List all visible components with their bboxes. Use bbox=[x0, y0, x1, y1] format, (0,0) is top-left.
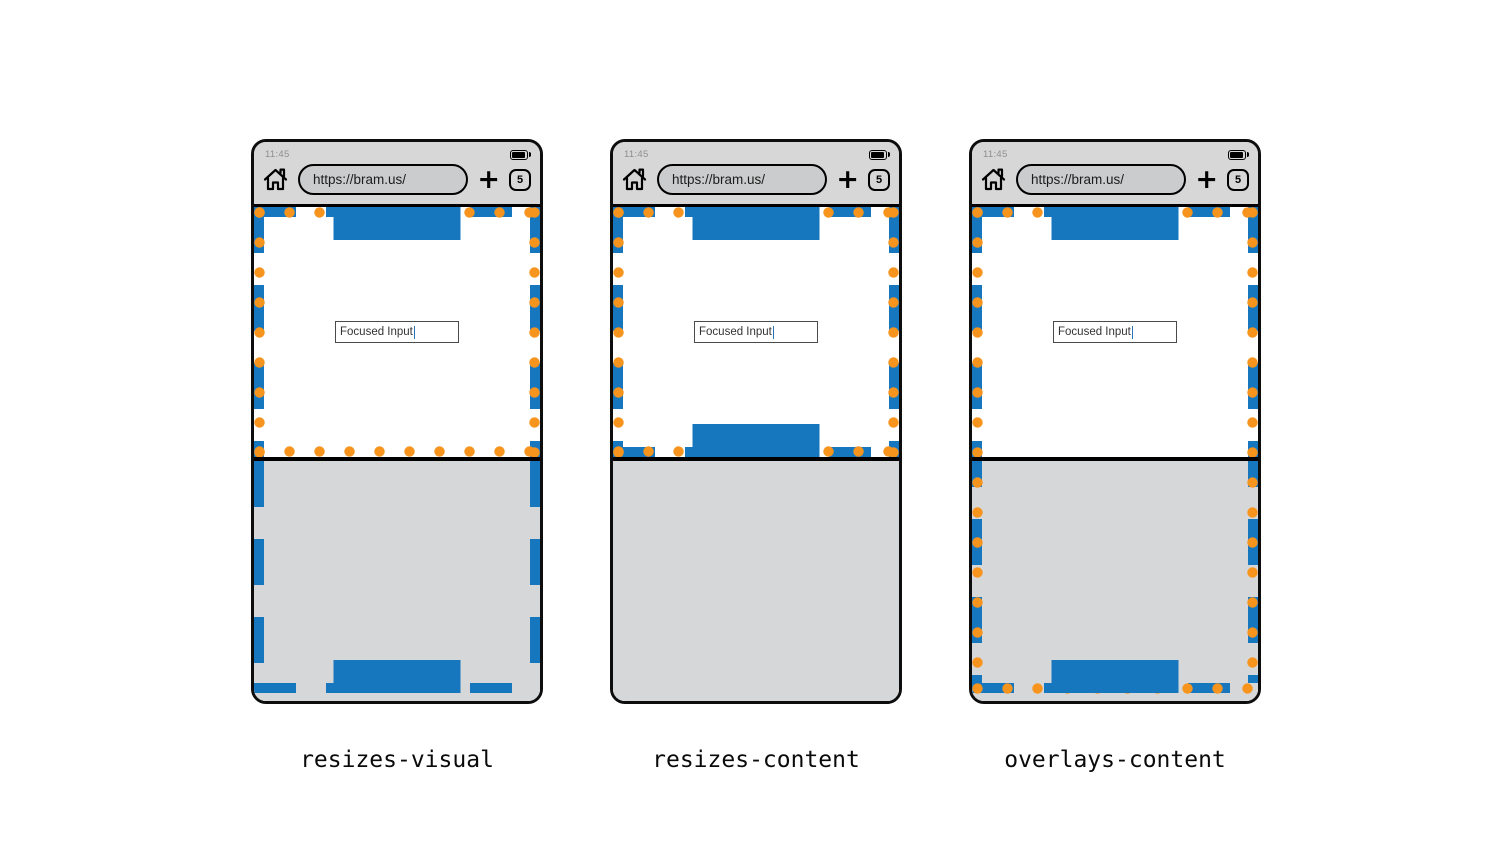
visual-viewport-dots-bottom bbox=[254, 446, 540, 457]
home-icon[interactable] bbox=[262, 167, 289, 192]
page-footer-bar bbox=[333, 660, 461, 693]
focused-text-input[interactable]: Focused Input bbox=[1053, 321, 1177, 343]
demo-resizes-content: 11:45 bbox=[607, 139, 905, 773]
phone-frame: 11:45 bbox=[969, 139, 1261, 704]
focused-text-input[interactable]: Focused Input bbox=[694, 321, 818, 343]
battery-icon bbox=[510, 149, 531, 160]
new-tab-icon[interactable]: + bbox=[1195, 163, 1218, 195]
keyboard-top-line bbox=[613, 457, 899, 461]
url-text: https://bram.us/ bbox=[1031, 172, 1125, 187]
status-time: 11:45 bbox=[624, 149, 649, 160]
tab-count: 5 bbox=[1234, 173, 1242, 186]
url-bar: https://bram.us/ + 5 bbox=[972, 162, 1258, 204]
url-bar: https://bram.us/ + 5 bbox=[613, 162, 899, 204]
visual-viewport-dots-right bbox=[1247, 207, 1258, 687]
input-value: Focused Input bbox=[340, 326, 413, 338]
input-value: Focused Input bbox=[699, 326, 772, 338]
battery-icon bbox=[1228, 149, 1249, 160]
phone-frame: 11:45 bbox=[610, 139, 902, 704]
layout-viewport-border-left-keyboard bbox=[254, 461, 264, 685]
screen: Focused Input bbox=[613, 207, 899, 701]
new-tab-icon[interactable]: + bbox=[477, 163, 500, 195]
tab-count: 5 bbox=[875, 173, 883, 186]
visual-viewport-dots-left bbox=[254, 207, 265, 457]
text-cursor bbox=[1131, 325, 1134, 339]
browser-chrome: 11:45 bbox=[972, 142, 1258, 207]
url-input[interactable]: https://bram.us/ bbox=[1016, 164, 1187, 195]
text-cursor bbox=[772, 325, 775, 339]
page-footer-bar bbox=[692, 424, 820, 457]
new-tab-icon[interactable]: + bbox=[836, 163, 859, 195]
demo-overlays-content: 11:45 bbox=[966, 139, 1264, 773]
screen: Focused Input bbox=[254, 207, 540, 701]
layout-viewport-border-right-keyboard bbox=[530, 461, 540, 685]
tab-count-button[interactable]: 5 bbox=[1227, 168, 1249, 191]
home-icon[interactable] bbox=[621, 167, 648, 192]
status-bar: 11:45 bbox=[254, 142, 540, 162]
mode-caption: overlays-content bbox=[1004, 747, 1226, 773]
text-cursor bbox=[413, 325, 416, 339]
url-input[interactable]: https://bram.us/ bbox=[657, 164, 828, 195]
tab-count-button[interactable]: 5 bbox=[868, 168, 890, 191]
virtual-keyboard-area bbox=[613, 461, 899, 701]
page-header-bar bbox=[1051, 207, 1179, 240]
keyboard-top-line bbox=[254, 457, 540, 461]
url-text: https://bram.us/ bbox=[313, 172, 407, 187]
mode-caption: resizes-content bbox=[652, 747, 860, 773]
browser-chrome: 11:45 bbox=[254, 142, 540, 207]
url-input[interactable]: https://bram.us/ bbox=[298, 164, 469, 195]
browser-chrome: 11:45 bbox=[613, 142, 899, 207]
visual-viewport-dots-right bbox=[888, 207, 899, 457]
tab-count: 5 bbox=[516, 173, 524, 186]
status-time: 11:45 bbox=[265, 149, 290, 160]
focused-text-input[interactable]: Focused Input bbox=[335, 321, 459, 343]
page-header-bar bbox=[692, 207, 820, 240]
keyboard-top-line bbox=[972, 457, 1258, 461]
visual-viewport-dots-left bbox=[613, 207, 624, 457]
status-time: 11:45 bbox=[983, 149, 1008, 160]
url-text: https://bram.us/ bbox=[672, 172, 766, 187]
demo-resizes-visual: 11:45 bbox=[248, 139, 546, 773]
page-header-bar bbox=[333, 207, 461, 240]
url-bar: https://bram.us/ + 5 bbox=[254, 162, 540, 204]
status-bar: 11:45 bbox=[613, 142, 899, 162]
phones-row: 11:45 bbox=[248, 139, 1264, 773]
status-bar: 11:45 bbox=[972, 142, 1258, 162]
home-icon[interactable] bbox=[980, 167, 1007, 192]
phone-frame: 11:45 bbox=[251, 139, 543, 704]
tab-count-button[interactable]: 5 bbox=[509, 168, 531, 191]
visual-viewport-dots-right bbox=[529, 207, 540, 457]
screen: Focused Input bbox=[972, 207, 1258, 701]
visual-viewport-dots-left bbox=[972, 207, 983, 687]
input-value: Focused Input bbox=[1058, 326, 1131, 338]
mode-caption: resizes-visual bbox=[300, 747, 494, 773]
battery-icon bbox=[869, 149, 890, 160]
page-footer-bar bbox=[1051, 660, 1179, 693]
